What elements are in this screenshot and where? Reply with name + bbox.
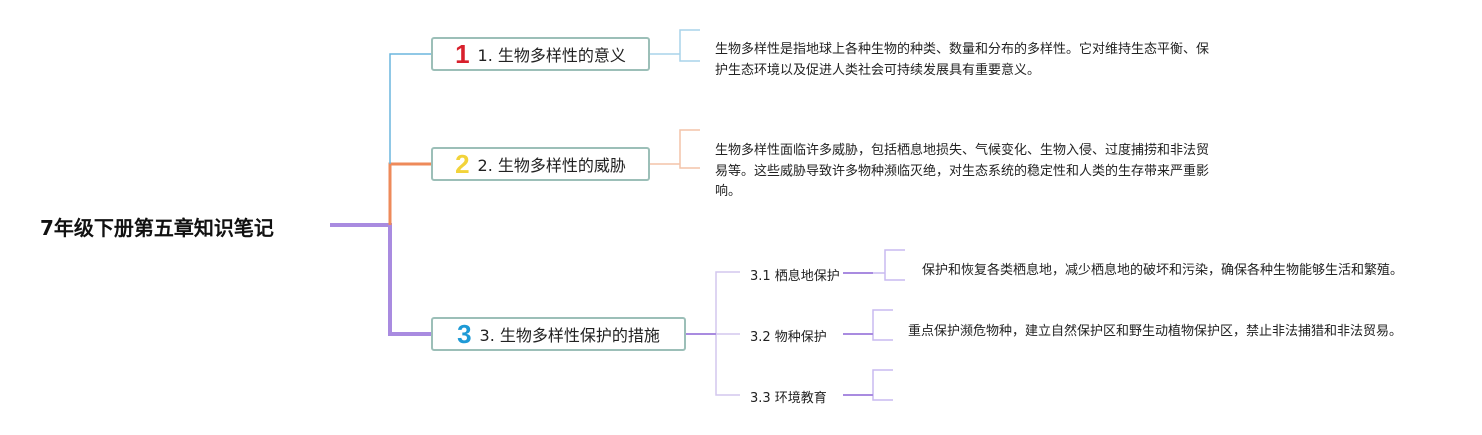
subtopic-3-2[interactable]: 3.2 物种保护 <box>750 330 827 345</box>
root-topic[interactable]: 7年级下册第五章知识笔记 <box>40 216 274 240</box>
connector-root-2 <box>388 162 432 225</box>
connector-root-1 <box>389 53 432 164</box>
number-2-icon: 2 <box>455 148 470 179</box>
topic-2[interactable]: 2 2. 生物多样性的威胁 <box>431 147 650 181</box>
connector-1-note <box>650 29 700 62</box>
topic-1[interactable]: 1 1. 生物多样性的意义 <box>431 37 650 71</box>
subtopic-3-1[interactable]: 3.1 栖息地保护 <box>750 269 840 284</box>
subtopic-3-1-note: 保护和恢复各类栖息地，减少栖息地的破坏和污染，确保各种生物能够生活和繁殖。 <box>922 263 1404 278</box>
number-3-icon: 3 <box>457 318 472 349</box>
topic-label: 2. 生物多样性的威胁 <box>477 156 626 175</box>
subtopic-3-2-note: 重点保护濒危物种，建立自然保护区和野生动植物保护区，禁止非法捕猎和非法贸易。 <box>908 324 1403 339</box>
connector-root-3 <box>330 223 432 336</box>
connector-2-note <box>650 129 700 169</box>
connector-31-note <box>843 249 905 281</box>
topic-label: 3. 生物多样性保护的措施 <box>479 326 660 345</box>
topic-1-note: 生物多样性是指地球上各种生物的种类、数量和分布的多样性。它对维持生态平衡、保护生… <box>715 42 1210 78</box>
number-1-icon: 1 <box>455 38 470 69</box>
topic-label: 1. 生物多样性的意义 <box>477 46 626 65</box>
topic-3[interactable]: 3 3. 生物多样性保护的措施 <box>431 317 686 351</box>
topic-2-note: 生物多样性面临许多威胁，包括栖息地损失、气候变化、生物入侵、过度捕捞和非法贸易等… <box>715 143 1210 199</box>
connector-32-note <box>843 309 893 341</box>
subtopic-3-3[interactable]: 3.3 环境教育 <box>750 391 827 406</box>
